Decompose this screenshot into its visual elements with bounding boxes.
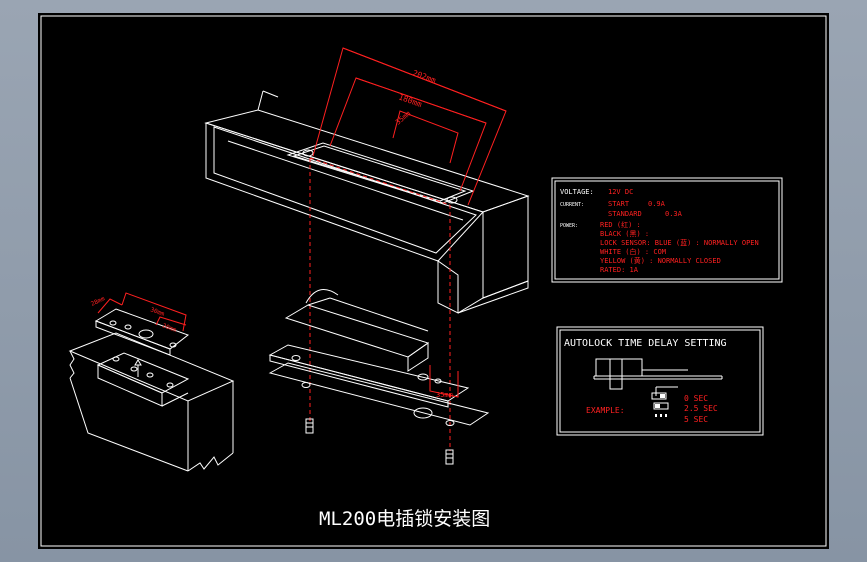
spec-lock-sensor: LOCK SENSOR: BLUE (蓝) : NORMALLY OPEN	[600, 238, 759, 247]
drawing-canvas: 202mm 180mm 35mm	[40, 15, 827, 547]
install-guide-lines	[309, 157, 451, 451]
spec-box	[551, 177, 783, 283]
screw-right	[445, 449, 454, 465]
spec-standard-label: STANDARD	[608, 210, 642, 218]
dimension-180mm: 180mm	[397, 92, 423, 109]
delay-box-title: AUTOLOCK TIME DELAY SETTING	[564, 338, 727, 349]
spec-voltage-label: VOLTAGE:	[560, 188, 594, 196]
sheet-border	[40, 15, 827, 547]
spec-voltage-value: 12V DC	[608, 188, 633, 196]
dimension-30mm: 30mm	[149, 306, 165, 318]
door-frame-body	[204, 90, 530, 314]
spec-power-label: POWER:	[560, 223, 578, 229]
delay-option-1: 2.5 SEC	[684, 404, 718, 413]
spec-start-value: 0.9A	[648, 200, 666, 208]
dimension-20mm: 20mm	[161, 322, 177, 334]
spec-start-label: START	[608, 200, 630, 208]
delay-example-label: EXAMPLE:	[586, 406, 625, 415]
dimension-202mm: 202mm	[411, 68, 437, 85]
top-dimension-lines	[312, 47, 507, 206]
spec-rated: RATED: 1A	[600, 266, 639, 274]
spec-current-label: CURRENT:	[560, 202, 584, 208]
delay-box	[556, 326, 764, 436]
dimension-35mm-top: 35mm	[394, 110, 412, 127]
screw-left	[305, 418, 314, 434]
lock-body	[268, 289, 490, 426]
spec-wire-yellow: YELLOW (黄) : NORMALLY CLOSED	[600, 256, 721, 265]
spec-standard-value: 0.3A	[665, 210, 683, 218]
door-section	[68, 332, 235, 472]
strike-plate	[94, 292, 190, 356]
drawing-sheet: 202mm 180mm 35mm	[38, 13, 829, 549]
spec-wire-red: RED (红) :	[600, 220, 641, 229]
spec-wire-white: WHITE (白) : COM	[600, 247, 666, 256]
lock-dim-line	[429, 365, 459, 398]
delay-option-2: 5 SEC	[684, 415, 708, 424]
dimension-35mm-lock: 35mm	[436, 391, 453, 399]
spec-wire-black: BLACK (黑) :	[600, 230, 649, 238]
drawing-title: ML200电插锁安装图	[319, 508, 490, 530]
delay-option-0: 0 SEC	[684, 394, 708, 403]
